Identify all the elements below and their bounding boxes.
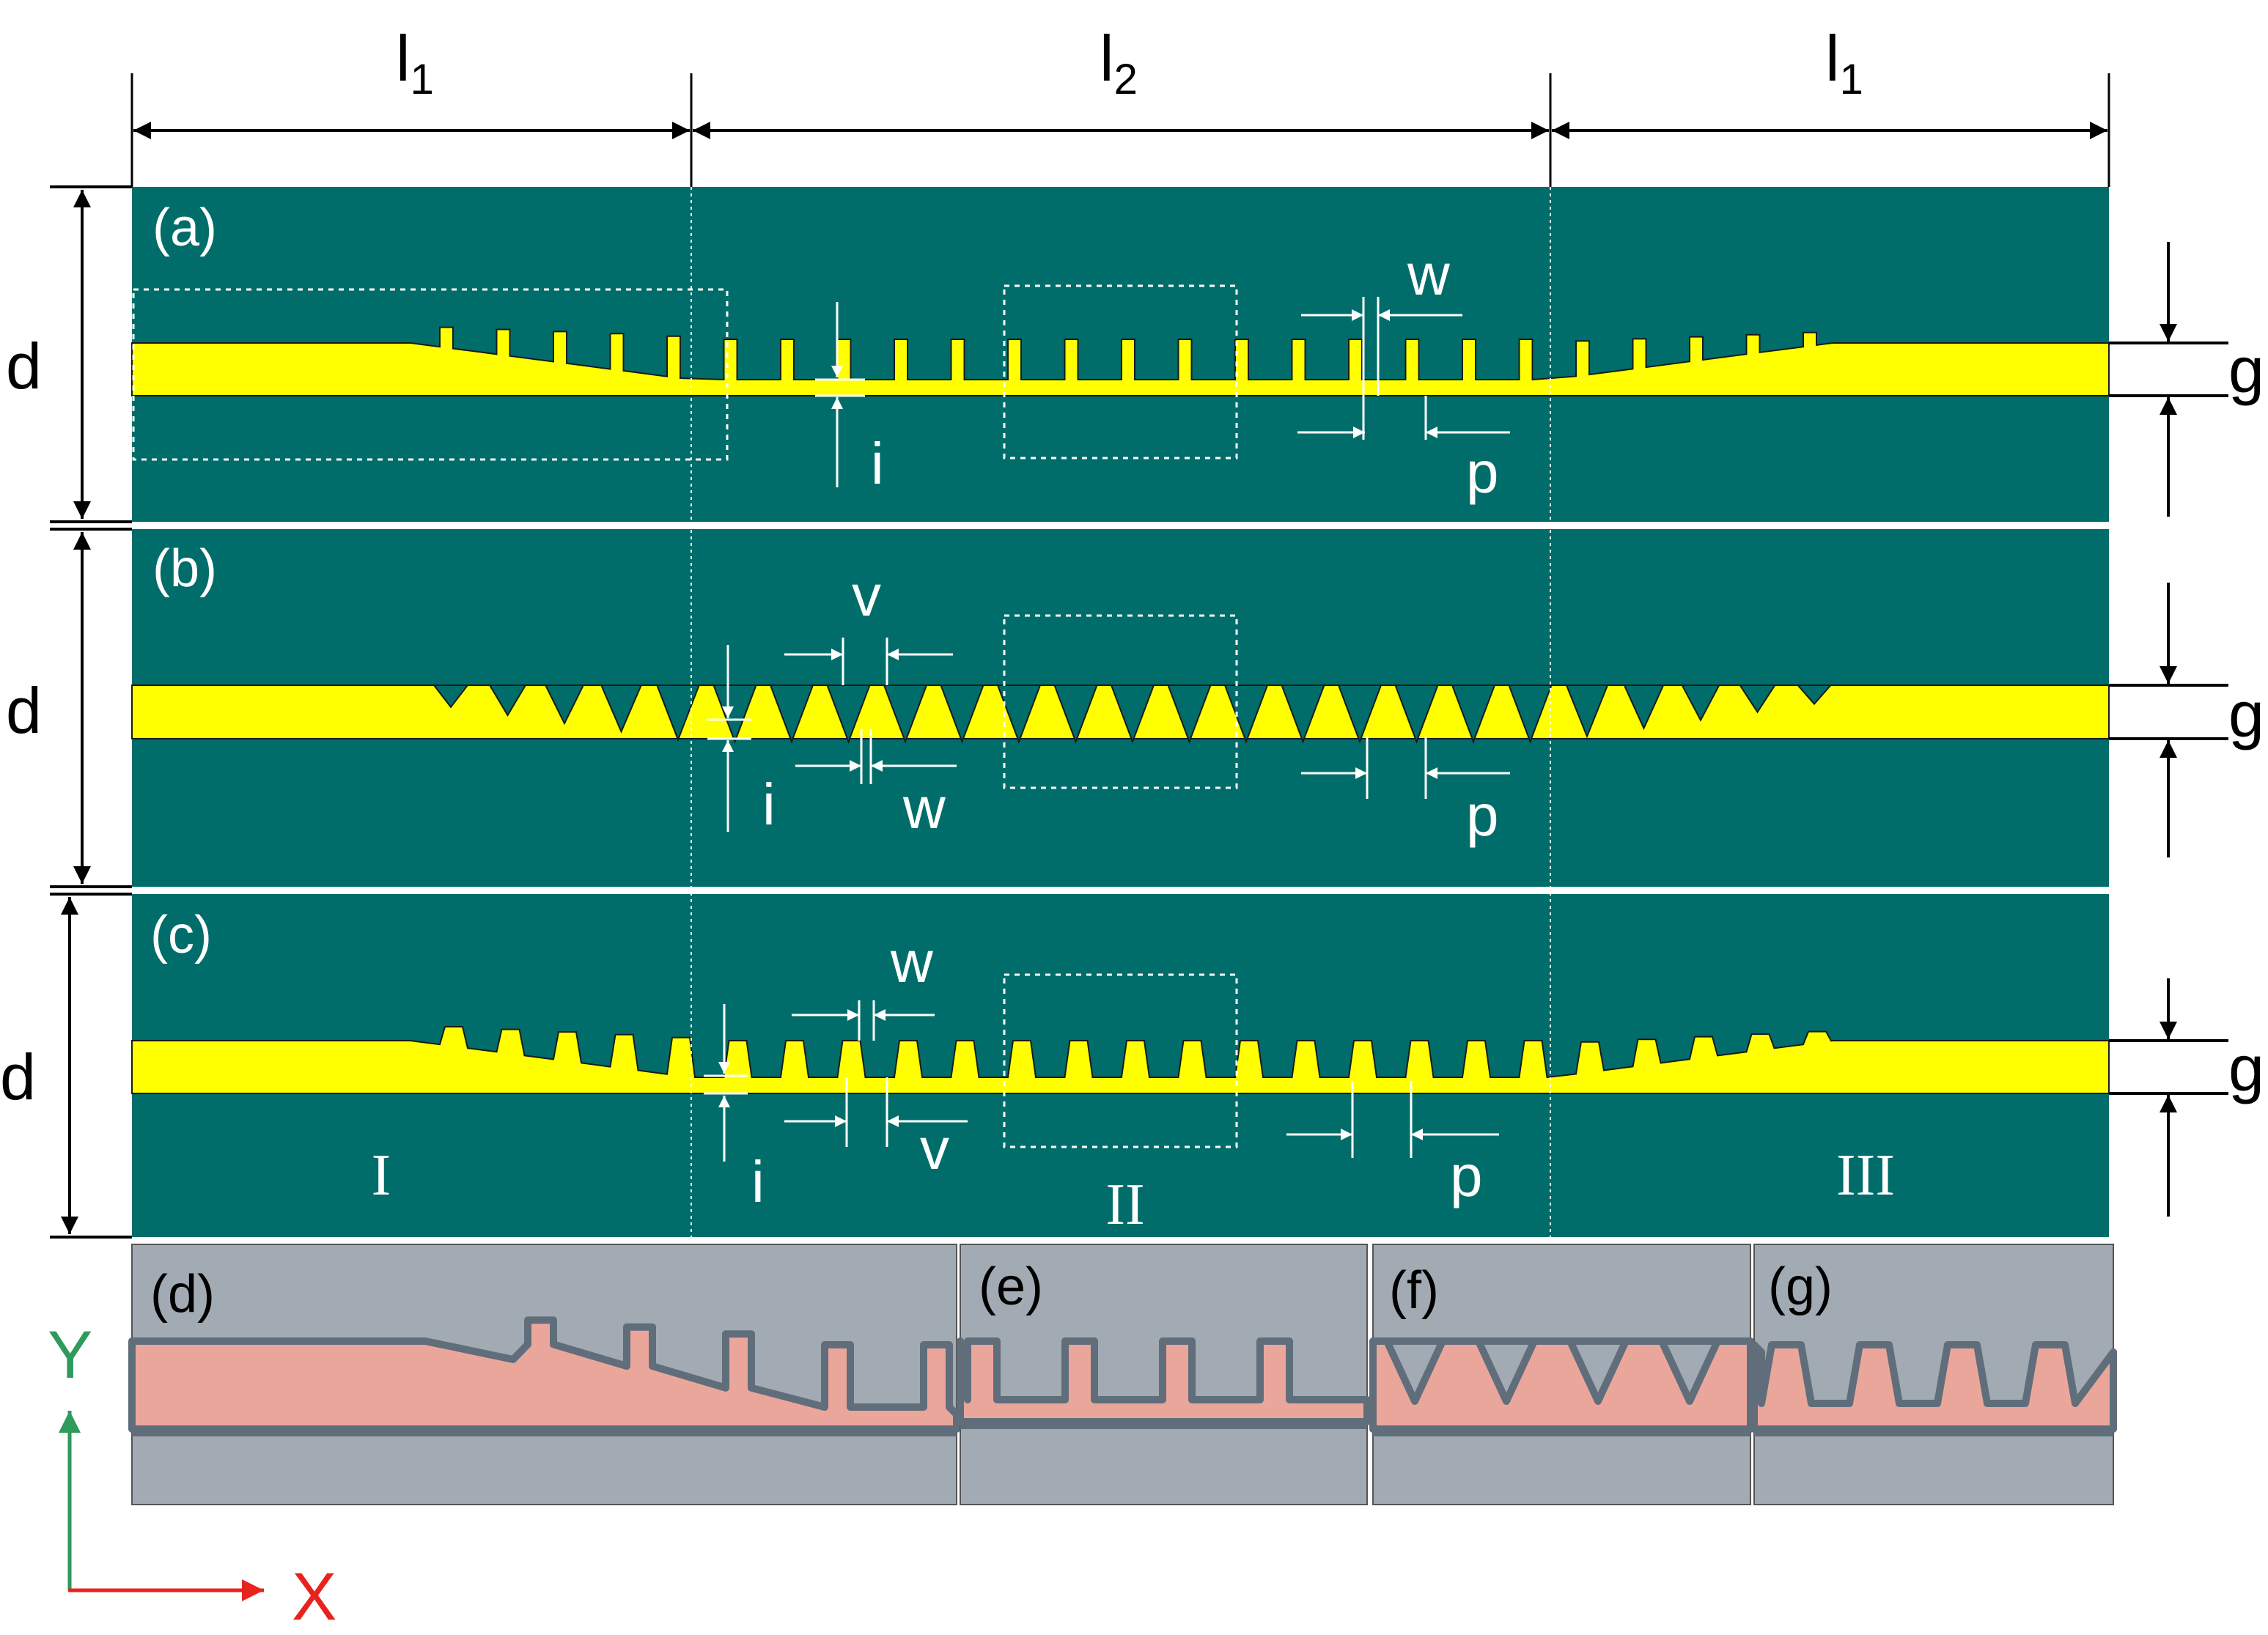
length-dimensions: l1 l2 l1 [130,22,2110,187]
l1-left-label: l1 [396,22,434,103]
triangle-notch [826,684,871,744]
triangle-notch [655,684,701,742]
panel-c-annotations [704,1000,1499,1162]
detail-box-c [1003,973,1238,1148]
panel-c-d-label: d [0,1041,36,1113]
panel-a-d-label: d [6,330,42,402]
panel-c-g-label: g [2228,1032,2264,1104]
panel-a-w-label: w [1407,242,1450,307]
triangle-notch [544,684,585,726]
section-dividers [691,187,1551,1246]
triangle-notch [1565,684,1609,739]
panel-b-d-label: d [6,674,42,747]
panel-b-i-label: i [762,772,776,837]
panel-a-annotations [815,297,1510,487]
panel-a-tag: (a) [152,199,217,257]
triangular-notches [432,684,1833,744]
panel-c-p-label: p [1450,1143,1483,1208]
detail-box-b [1003,614,1238,789]
photo-triangle-notch [1383,1337,1446,1405]
photo-e-tag: (e) [979,1258,1043,1316]
triangle-notch [940,684,984,744]
corrugated-strip-rectangular [131,326,2110,396]
photo-f-tag: (f) [1389,1261,1439,1320]
l1-right-label: l1 [1825,22,1863,103]
triangle-notch [432,684,470,709]
panel-c-v-label: v [920,1116,949,1181]
photo-e: (e) [957,1244,1371,1505]
triangle-notch [1738,684,1777,714]
panel-b-w-label: w [902,775,946,841]
triangle-notch [600,684,643,734]
fabricated-photos: (d) (e) (f) (g) [128,1244,2117,1505]
photo-triangle-notch [1658,1337,1721,1405]
photo-d-tag: (d) [150,1265,215,1324]
photo-g: (g) [1750,1244,2117,1505]
triangle-notch [1167,684,1212,744]
panel-b-annotations [707,638,1510,832]
triangle-notch [1110,684,1155,744]
panel-a-i-label: i [871,431,884,496]
panel-b-v-label: v [852,563,881,628]
detail-box-a [1003,284,1238,460]
photo-triangle-notch [1566,1337,1630,1405]
y-axis-label: Y [48,1318,92,1392]
panel-a-g-label: g [2228,333,2264,406]
triangle-notch [1796,684,1833,706]
l2-label: l2 [1100,22,1138,103]
thickness-dimensions [50,185,132,1239]
x-axis-label: X [292,1560,336,1634]
triangle-notch [1681,684,1720,722]
region-III-label: III [1836,1143,1895,1208]
triangle-notch [769,684,814,744]
panel-c-w-label: w [890,929,933,994]
photo-g-tag: (g) [1768,1258,1833,1316]
triangle-notch [1508,684,1553,744]
triangle-notch [1053,684,1098,744]
photo-d: (d) [128,1244,960,1505]
triangle-notch [1451,684,1496,744]
detail-boxes [132,284,1238,1148]
triangle-notch [883,684,928,744]
panel-c-i-label: i [751,1149,765,1214]
panel-a-p-label: p [1466,440,1499,505]
gap-dimensions [2109,242,2228,1217]
triangle-notch [1623,684,1665,731]
corrugated-strip-trapezoidal [131,1026,2110,1094]
region-II-label: II [1105,1173,1144,1237]
detail-box-transition [132,288,729,461]
panel-b-p-label: p [1466,783,1499,848]
photo-triangle-notch [1475,1337,1538,1405]
triangle-notch [488,684,527,717]
panel-c-tag: (c) [150,906,212,964]
region-I-label: I [372,1143,391,1208]
triangle-notch [1281,684,1325,744]
panel-b-tag: (b) [152,539,217,598]
coordinate-axes: Y X [48,1318,336,1634]
panel-b-g-label: g [2228,678,2264,750]
triangle-notch [1394,684,1439,744]
triangle-notch [996,684,1042,744]
triangle-notch [1337,684,1382,744]
